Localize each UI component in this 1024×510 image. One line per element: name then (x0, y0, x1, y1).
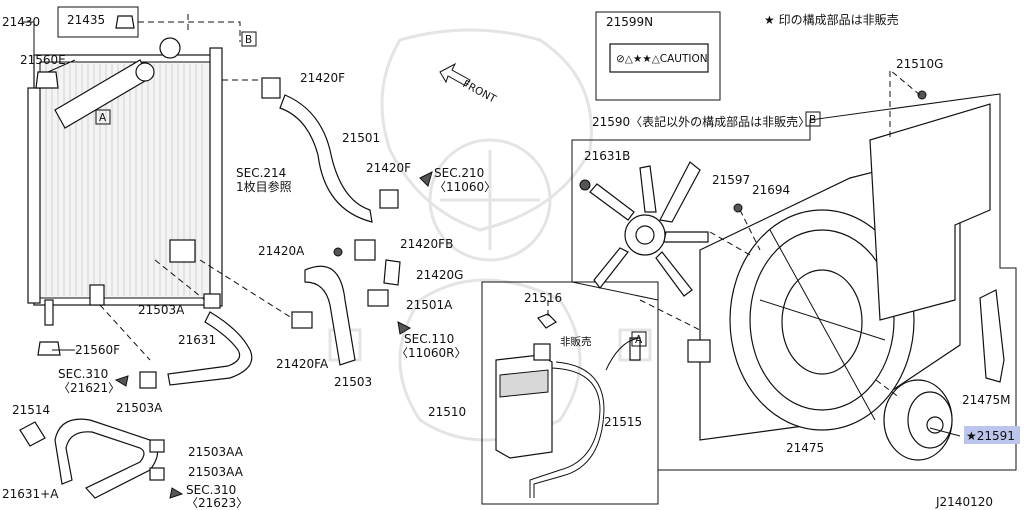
label-21503AA-1: 21503AA (188, 445, 244, 459)
cap-21516 (537, 313, 557, 329)
callout-B-radiator: B (241, 31, 257, 47)
clamp-21420F-mid (379, 189, 399, 209)
label-21503AA-2: 21503AA (188, 465, 244, 479)
note-text: ★ 印の構成部品は非販売 (764, 12, 899, 27)
label-21420FA: 21420FA (276, 357, 329, 371)
label-21631B: 21631B (584, 149, 630, 163)
clamp-21420F-top (261, 77, 281, 99)
shroud-frame-right (869, 103, 991, 321)
caution-label (609, 43, 709, 73)
label-21599N: 21599N (606, 15, 653, 29)
bracket-21420G (383, 259, 401, 286)
fan-blade-21597 (589, 161, 709, 297)
front-label: FRONT (461, 78, 499, 106)
caution-label-text: ⊘△★★△CAUTION (616, 53, 708, 65)
label-sec310a-ref: 〈21621〉 (58, 381, 120, 395)
hose-21631 (139, 293, 253, 389)
diagram-id: J2140120 (935, 495, 993, 509)
label-sec310a: SEC.310 (58, 367, 108, 381)
sec110-arrow-icon (397, 321, 412, 335)
bolt-21510G (917, 90, 927, 100)
label-sec110: SEC.110 (404, 332, 454, 346)
clamp-21503A-bottom (139, 371, 157, 389)
clamp-21420FB (354, 239, 376, 261)
label-21560F: 21560F (75, 343, 120, 357)
sec210-arrow-icon (419, 171, 433, 187)
label-21516: 21516 (524, 291, 562, 305)
nut-21631B (579, 179, 591, 191)
lower-hoses (291, 239, 401, 366)
label-21560E: 21560E (20, 53, 66, 67)
label-21510: 21510 (428, 405, 466, 419)
callout-A-radiator: A (95, 109, 111, 125)
label-21515: 21515 (604, 415, 642, 429)
clip-21514 (19, 421, 46, 447)
label-21503A-top: 21503A (138, 303, 185, 317)
sec310b-arrow-icon (169, 487, 184, 499)
label-sec110-ref: 〈11060R〉 (396, 346, 467, 360)
clamp-21420FA (291, 311, 313, 329)
clamp-21503AA-2 (149, 467, 165, 481)
callout-A-label: A (99, 112, 107, 124)
front-arrow-icon (439, 62, 471, 87)
caution-label-box (595, 11, 721, 101)
clamp-21501A (367, 289, 389, 307)
label-21631A: 21631+A (2, 487, 59, 501)
bolt-21420A (333, 247, 343, 257)
reservoir-neck (533, 343, 551, 361)
label-21694: 21694 (752, 183, 790, 197)
label-21597: 21597 (712, 173, 750, 187)
label-21420F-top: 21420F (300, 71, 345, 85)
label-21420F-mid: 21420F (366, 161, 411, 175)
label-21501: 21501 (342, 131, 380, 145)
callout-B-fan-label: B (809, 114, 816, 126)
sec310a-arrow-icon (114, 375, 129, 387)
callout-B-fan: B (805, 111, 821, 127)
label-sec210: SEC.210 (434, 166, 484, 180)
upper-hose-21501 (261, 77, 399, 223)
radiator-assembly (27, 15, 223, 356)
label-21503A-bottom: 21503A (116, 401, 163, 415)
label-21514: 21514 (12, 403, 50, 417)
label-21475: 21475 (786, 441, 824, 455)
label-21501A: 21501A (406, 298, 453, 312)
label-21420A: 21420A (258, 244, 305, 258)
label-hihanbai: 非販売 (560, 335, 592, 348)
label-21475M: 21475M (962, 393, 1011, 407)
label-21631: 21631 (178, 333, 216, 347)
reservoir-tank-21510 (495, 313, 557, 459)
label-21435: 21435 (67, 13, 105, 27)
callout-B-label: B (245, 34, 252, 46)
highlight-21591 (964, 426, 1020, 444)
label-sec210-ref: 〈11060〉 (434, 180, 496, 194)
label-sec214-ref: 1枚目参照 (236, 179, 292, 194)
label-21510G: 21510G (896, 57, 943, 71)
label-21590: 21590〈表記以外の構成部品は非販売〉 (592, 114, 810, 129)
bracket-21475M (979, 289, 1005, 383)
label-sec214: SEC.214 (236, 166, 286, 180)
callout-A-reservoir-label: A (635, 334, 643, 346)
drain-cap-lower (37, 341, 61, 356)
fan-assembly-outline (571, 93, 1017, 471)
shroud-connector (687, 339, 711, 363)
label-21503: 21503 (334, 375, 372, 389)
clip-21435 (115, 15, 135, 29)
label-sec310b: SEC.310 (186, 483, 236, 497)
label-21420G: 21420G (416, 268, 463, 282)
drain-cap-upper (35, 71, 59, 89)
fan-motor-21591 (883, 379, 953, 461)
label-21430: 21430 (2, 15, 40, 29)
hose-21631A (19, 418, 165, 499)
label-21591: ★21591 (966, 429, 1015, 443)
clamp-21503AA-1 (149, 439, 165, 453)
label-21420FB: 21420FB (400, 237, 453, 251)
label-sec310b-ref: 〈21623〉 (186, 496, 248, 510)
callout-A-reservoir: A (631, 331, 647, 347)
clamp-21503A-top (203, 293, 221, 309)
